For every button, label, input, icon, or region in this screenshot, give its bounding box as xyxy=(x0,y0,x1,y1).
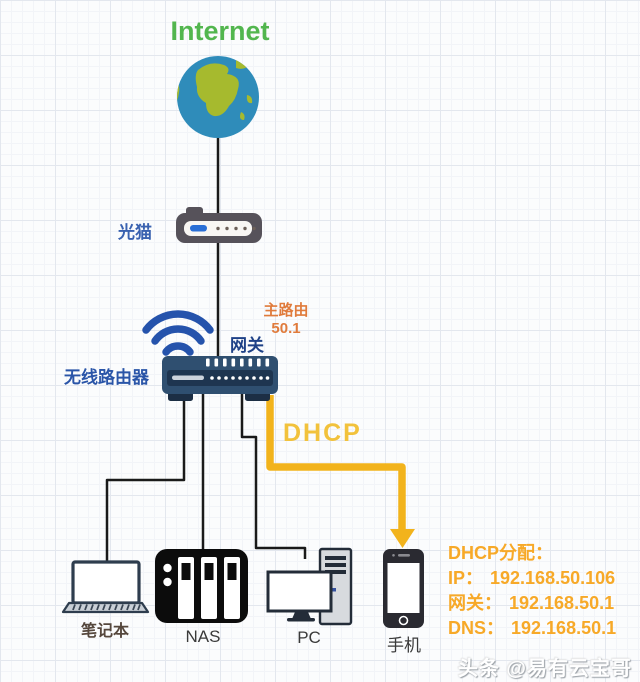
dhcp-info-gateway-value: 192.168.50.1 xyxy=(509,593,615,613)
dhcp-arrow xyxy=(266,395,415,548)
wireless-router-label: 无线路由器 xyxy=(64,368,149,387)
wire-router-to-pc xyxy=(240,394,307,559)
dhcp-info-dns-value: 192.168.50.1 xyxy=(511,618,617,638)
laptop-keys xyxy=(72,604,141,611)
router-icon xyxy=(162,356,278,401)
wire-router-to-laptop xyxy=(105,394,186,563)
internet-globe-icon xyxy=(177,56,259,138)
pc-label: PC xyxy=(297,628,321,647)
nas-label: NAS xyxy=(185,627,221,646)
phone-label: 手机 xyxy=(387,636,421,655)
laptop-label: 笔记本 xyxy=(80,623,129,640)
dhcp-info-ip-value: 192.168.50.106 xyxy=(490,568,616,588)
dhcp-arrowhead xyxy=(390,529,415,548)
dhcp-label: DHCP xyxy=(283,419,362,447)
dhcp-info-title: DHCP分配： xyxy=(448,543,554,563)
wires xyxy=(105,137,307,563)
nas-icon xyxy=(155,549,248,623)
wifi-icon xyxy=(142,310,214,356)
dhcp-info-dns-row: DNS： 192.168.50.1 xyxy=(448,616,616,641)
internet-label: Internet xyxy=(170,16,270,46)
modem-label: 光猫 xyxy=(118,223,152,242)
dhcp-info-ip-row: IP： 192.168.50.106 xyxy=(448,566,616,591)
modem-icon xyxy=(176,207,262,243)
watermark: 头条 @易有云宝哥 xyxy=(457,658,632,680)
phone-icon xyxy=(383,549,424,628)
dhcp-info-ip-label: IP： xyxy=(448,568,484,588)
router-leds xyxy=(210,376,270,380)
router-ports xyxy=(206,358,270,367)
dhcp-info-gateway-row: 网关： 192.168.50.1 xyxy=(448,591,616,616)
main-router-title: 主路由 xyxy=(263,302,309,319)
main-router-network: 50.1 xyxy=(271,320,301,337)
gateway-label: 网关 xyxy=(230,336,264,355)
nas-drive-bays xyxy=(178,557,240,619)
dhcp-info-gateway-label: 网关： xyxy=(448,593,502,613)
dhcp-info-panel: DHCP分配： IP： 192.168.50.106 网关： 192.168.50.… xyxy=(448,541,616,641)
modem-leds xyxy=(216,226,256,231)
dhcp-info-dns-label: DNS： xyxy=(448,618,505,638)
main-router-label: 主路由 50.1 xyxy=(258,302,314,338)
laptop-icon xyxy=(61,560,150,614)
pc-icon xyxy=(266,547,353,626)
